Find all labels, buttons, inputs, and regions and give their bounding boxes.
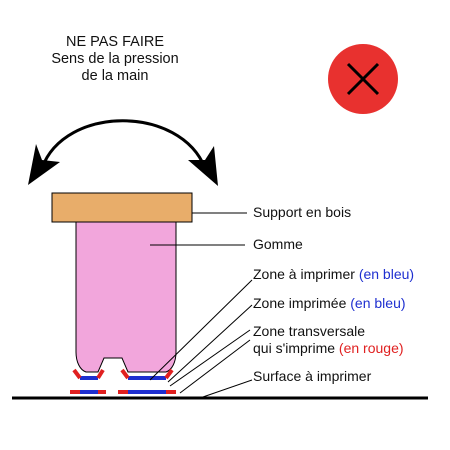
leader-transversale-1 (169, 329, 251, 387)
label-gomme: Gomme (253, 236, 303, 253)
transverse-gum-3 (120, 368, 130, 380)
leader-lines (149, 212, 253, 399)
label-support-text: Support en bois (253, 204, 352, 220)
label-zone-a-imprimer: Zone à imprimer (en bleu) (253, 266, 414, 283)
wood-support (51, 192, 193, 223)
label-zone-imprimee: Zone imprimée (en bleu) (253, 295, 406, 312)
label-surface: Surface à imprimer (253, 368, 371, 385)
label-gomme-text: Gomme (253, 236, 303, 252)
rocking-arrow (40, 119, 207, 169)
label-zone-a-imprimer-note: (en bleu) (358, 266, 415, 282)
warning-line-1: NE PAS FAIRE (65, 34, 165, 50)
label-zone-transversale-text: qui s'imprime (253, 340, 336, 356)
transverse-gum-1 (72, 368, 82, 380)
leader-transversale-2 (179, 339, 251, 394)
label-support: Support en bois (253, 204, 351, 221)
label-surface-text: Surface à imprimer (253, 368, 372, 384)
leader-zone-imprimee (167, 304, 253, 383)
cross-circle-icon (328, 44, 398, 114)
leader-zone-a-imprimer (149, 279, 253, 381)
transverse-gum-4 (164, 368, 174, 380)
leader-surface (199, 379, 253, 399)
label-zone-transversale-line1: Zone transversale (253, 323, 366, 339)
arrowhead-left (28, 144, 60, 185)
warning-line-2: Sens de la pression (51, 51, 179, 67)
label-zone-imprimee-note: (en bleu) (350, 295, 406, 311)
transverse-gum-2 (96, 368, 105, 380)
warning-line-3: de la main (81, 68, 149, 84)
label-zone-a-imprimer-text: Zone à imprimer (253, 266, 355, 282)
label-zone-transversale-note: (en rouge) (338, 340, 404, 356)
arrowhead-right (188, 146, 218, 186)
gum-block (75, 221, 177, 373)
label-zone-transversale-line2: qui s'imprime (en rouge) (253, 340, 404, 357)
label-zone-imprimee-text: Zone imprimée (253, 295, 347, 311)
label-zone-transversale: Zone transversale qui s'imprime (en roug… (253, 323, 404, 357)
warning-text: NE PAS FAIRE Sens de la pression de la m… (40, 34, 190, 85)
